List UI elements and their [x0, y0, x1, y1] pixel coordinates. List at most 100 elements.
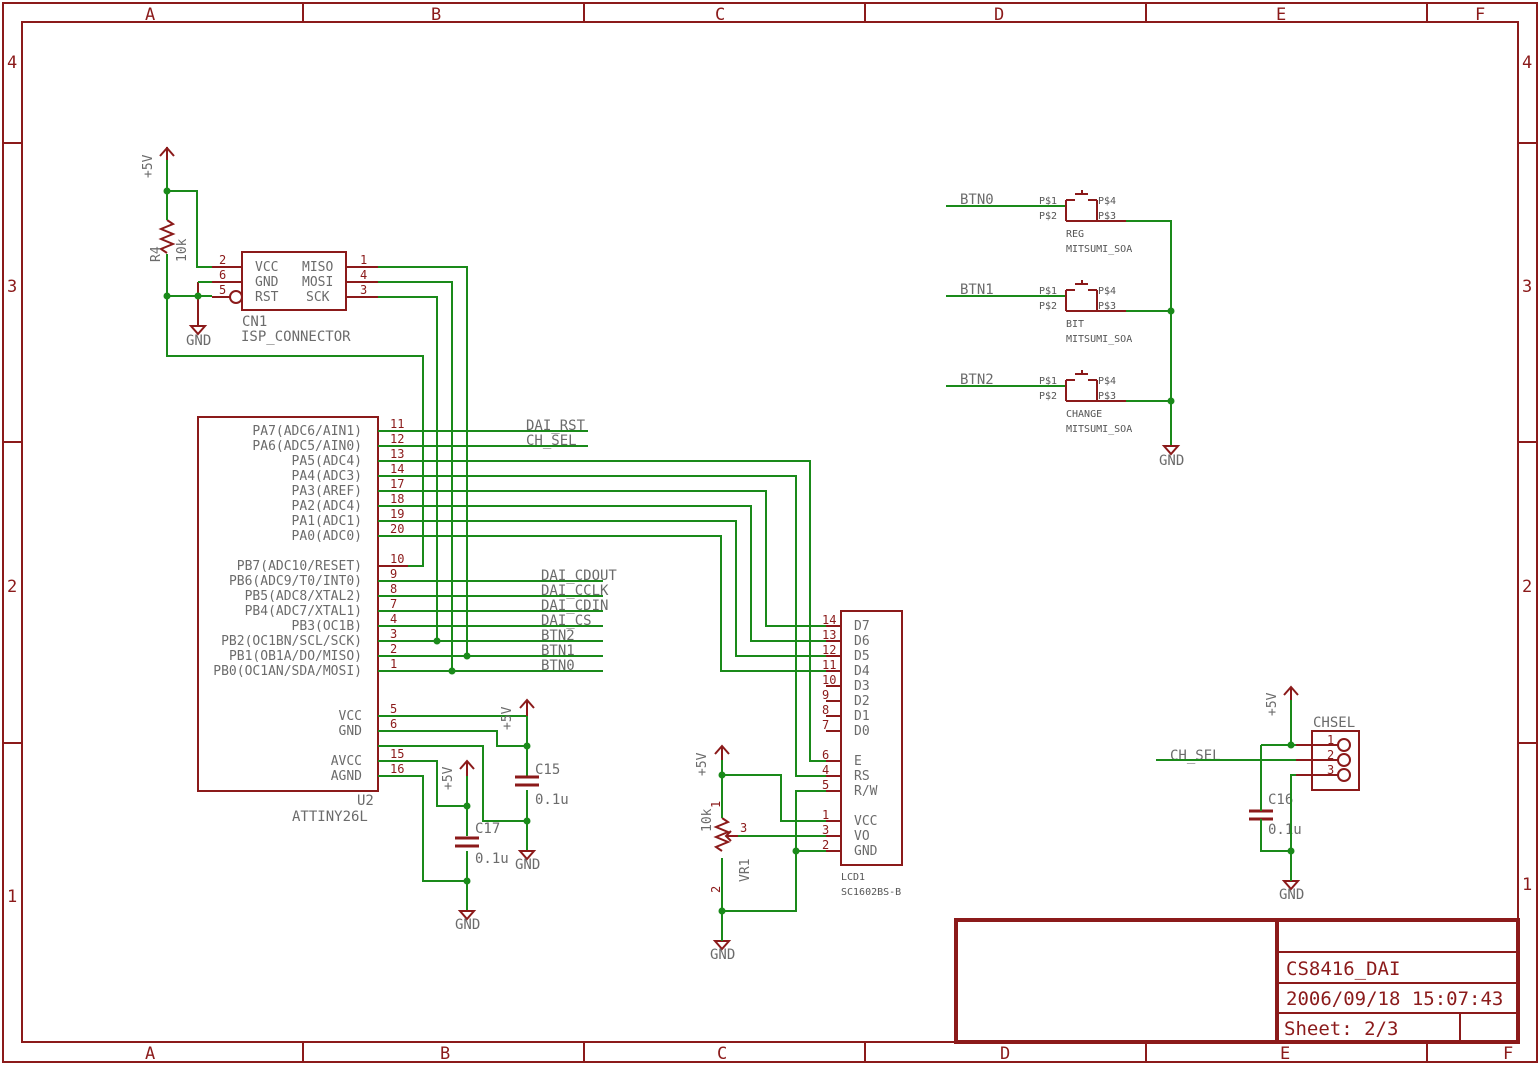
lcd-pin-name: D3: [854, 679, 870, 694]
isp-gnd-symbol: GND: [186, 282, 211, 349]
mcu-pin-name: PA4(ADC3): [292, 469, 362, 484]
isp-pin-num: 6: [219, 268, 226, 282]
isp-pin-num: 1: [360, 253, 367, 267]
zone-row-right-4: 4: [1522, 53, 1532, 73]
isp-pin-name: MOSI: [302, 275, 333, 290]
zone-col-top-d: D: [994, 5, 1004, 25]
mcu-pin-num: 1: [390, 657, 397, 671]
lcd-pin-num: 13: [822, 628, 836, 642]
c15-value-label: 0.1u: [535, 792, 569, 808]
lcd-pin-num: 14: [822, 613, 836, 627]
zone-row-right-2: 2: [1522, 577, 1532, 597]
lcd-pin-name: VCC: [854, 814, 877, 829]
mcu-pin-name: PA7(ADC6/AIN1): [252, 424, 362, 439]
mcu-pin-num: 9: [390, 567, 397, 581]
sheet-number-text: Sheet: 2/3: [1284, 1018, 1398, 1040]
lcd-pin-name: D1: [854, 709, 870, 724]
button-pin-label: P$1: [1039, 286, 1057, 297]
c15-ref-label: C15: [535, 762, 560, 778]
mcu-pin-name: PB7(ADC10/RESET): [237, 559, 362, 574]
c16-ref-label: C16: [1268, 792, 1293, 808]
zone-col-bottom-e: E: [1280, 1044, 1290, 1064]
lcd-pin-num: 3: [822, 823, 829, 837]
button-net-label: BTN2: [960, 372, 994, 388]
mcu-pin-name: PB6(ADC9/T0/INT0): [229, 574, 362, 589]
zone-col-top-c: C: [715, 5, 725, 25]
isp-name-label: ISP_CONNECTOR: [241, 329, 351, 345]
mcu-pin-name: PA3(AREF): [292, 484, 362, 499]
button-pin-label: P$2: [1039, 391, 1057, 402]
zone-row-left-2: 2: [7, 577, 17, 597]
button-net-label: BTN1: [960, 282, 994, 298]
lcd-pin-num: 2: [822, 838, 829, 852]
isp-pin-name: MISO: [302, 260, 333, 275]
mcu-pin-name: GND: [339, 724, 363, 739]
mcu-pin-name: PA5(ADC4): [292, 454, 362, 469]
zone-row-right-1: 1: [1522, 875, 1532, 895]
lcd-pin-num: 9: [822, 688, 829, 702]
vr1-pin-num: 1: [709, 801, 723, 808]
mcu-pin-num: 17: [390, 477, 404, 491]
buttons-gnd-wires: GND: [1126, 220, 1184, 469]
vr1-potentiometer: +5V 1 3 2 10k VR1 GND: [695, 744, 753, 963]
lcd-pin-num: 11: [822, 658, 836, 672]
isp-pin-num: 3: [360, 283, 367, 297]
lcd-pin-name: D0: [854, 724, 870, 739]
button-pin-label: P$3: [1098, 391, 1116, 402]
button-pin-label: P$2: [1039, 301, 1057, 312]
lcd-pin-name: D6: [854, 634, 870, 649]
zone-col-top-f: F: [1475, 5, 1485, 25]
mcu-pin-num: 2: [390, 642, 397, 656]
mcu-pin-num: 18: [390, 492, 404, 506]
net-label-ch-sel: CH_SEL: [526, 433, 577, 449]
mcu-pin-name: PA2(ADC4): [292, 499, 362, 514]
button-name-label: CHANGE: [1066, 409, 1102, 420]
lcd-pin-name: E: [854, 754, 862, 769]
button-pin-label: P$3: [1098, 301, 1116, 312]
mcu-ref-label: U2: [357, 793, 374, 809]
net-label-dai-cs: DAI_CS: [541, 613, 592, 629]
lcd-pin-name: GND: [854, 844, 878, 859]
chsel-net-label: CH_SEL: [1170, 748, 1221, 764]
chsel-wires: [1156, 700, 1296, 881]
zone-col-top-e: E: [1276, 5, 1286, 25]
c17-value-label: 0.1u: [475, 851, 509, 867]
zone-col-bottom-b: B: [440, 1044, 450, 1064]
c17-capacitor: +5V C17 0.1u GND: [441, 759, 509, 933]
lcd-power-wires: [718, 760, 826, 941]
net-label-btn1: BTN1: [541, 643, 575, 659]
chsel-pin-num: 3: [1327, 763, 1334, 777]
isp-pin-num: 5: [219, 283, 226, 297]
mcu-pin-num: 8: [390, 582, 397, 596]
mcu-power-wires: [378, 715, 531, 911]
mcu-pin-num: 11: [390, 417, 404, 431]
lcd-pin-num: 12: [822, 643, 836, 657]
mcu-pin-name: PB5(ADC8/XTAL2): [245, 589, 362, 604]
lcd-pin-name: D5: [854, 649, 870, 664]
isp-pin-name: VCC: [255, 260, 278, 275]
zone-col-bottom-d: D: [1000, 1044, 1010, 1064]
net-label-btn2: BTN2: [541, 628, 575, 644]
mcu-pin-num: 7: [390, 597, 397, 611]
mcu-pin-name: PB3(OC1B): [292, 619, 362, 634]
lcd-ref-label: LCD1: [841, 872, 865, 883]
date-text: 2006/09/18 15:07:43: [1286, 988, 1503, 1010]
vr1-power-label: +5V: [695, 752, 710, 776]
mcu-pin-num: 3: [390, 627, 397, 641]
button-pin-label: P$4: [1098, 286, 1116, 297]
lcd-pin-name: RS: [854, 769, 870, 784]
mcu-pin-name: AVCC: [331, 754, 362, 769]
mcu-pin-num: 15: [390, 747, 404, 761]
zone-row-left-1: 1: [7, 887, 17, 907]
mcu-pin-name: PA0(ADC0): [292, 529, 362, 544]
lcd-pin-name: VO: [854, 829, 870, 844]
c17-gnd-label: GND: [455, 917, 480, 933]
c15-gnd-label: GND: [515, 857, 540, 873]
chsel-jumper: +5V 1 2 3 CHSEL CH_SEL C16 0.1u GND: [1170, 685, 1360, 903]
lcd-pin-name: R/W: [854, 784, 878, 799]
r4-value-label: 10k: [175, 238, 190, 262]
lcd-pin-name: D2: [854, 694, 870, 709]
zone-row-left-4: 4: [7, 53, 17, 73]
isp-pin-name: RST: [255, 290, 279, 305]
